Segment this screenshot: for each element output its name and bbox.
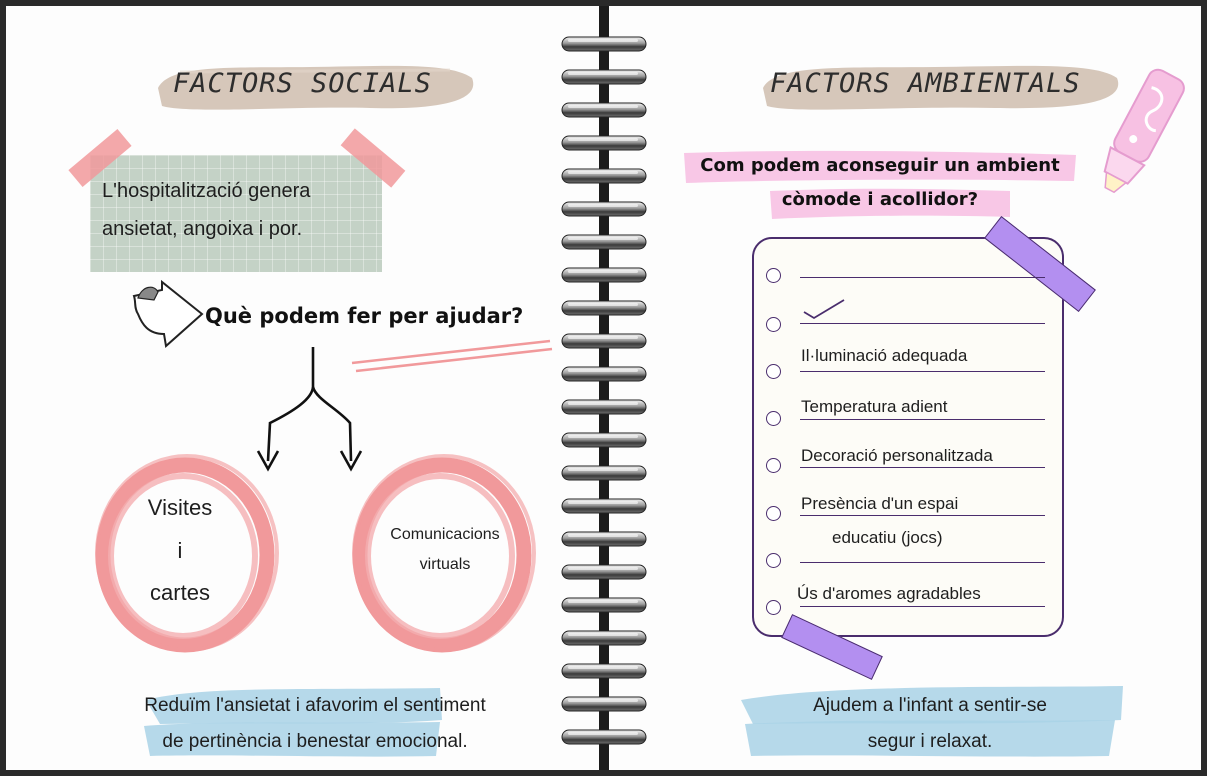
circle2-line2: virtuals bbox=[419, 556, 471, 573]
spiral-ring bbox=[561, 168, 647, 184]
spiral-ring bbox=[561, 729, 647, 745]
checklist-line-7 bbox=[800, 562, 1045, 563]
checkbox-8[interactable] bbox=[766, 600, 781, 615]
right-question-line1: Com podem aconseguir un ambient bbox=[700, 155, 1060, 176]
left-question: Què podem fer per ajudar? bbox=[205, 304, 524, 328]
spiral-ring bbox=[561, 135, 647, 151]
circle1-line2: i bbox=[177, 538, 183, 563]
spiral-ring bbox=[561, 465, 647, 481]
spiral-ring bbox=[561, 498, 647, 514]
checkbox-6[interactable] bbox=[766, 506, 781, 521]
spiral-ring bbox=[561, 201, 647, 217]
checkbox-4[interactable] bbox=[766, 411, 781, 426]
right-page-title: FACTORS AMBIENTALS bbox=[770, 68, 1081, 99]
circle2-line1: Comunicacions bbox=[390, 526, 500, 543]
spiral-ring bbox=[561, 399, 647, 415]
spiral-ring bbox=[561, 531, 647, 547]
checklist-item-6: Presència d'un espai bbox=[801, 494, 959, 513]
checkbox-2[interactable] bbox=[766, 317, 781, 332]
spiral-ring bbox=[561, 102, 647, 118]
spiral-ring bbox=[561, 432, 647, 448]
spine bbox=[599, 6, 609, 770]
spiral-ring bbox=[561, 333, 647, 349]
spiral-ring bbox=[561, 69, 647, 85]
left-page bbox=[6, 6, 600, 770]
checklist-line-6 bbox=[800, 515, 1045, 516]
checkmark-icon bbox=[803, 299, 845, 320]
spiral-ring bbox=[561, 300, 647, 316]
left-blue-brush bbox=[144, 688, 442, 757]
right-question-line2: còmode i acollidor? bbox=[781, 189, 979, 210]
checkbox-7[interactable] bbox=[766, 553, 781, 568]
spiral-ring bbox=[561, 366, 647, 382]
spiral-ring bbox=[561, 696, 647, 712]
checklist-item-7: educatiu (jocs) bbox=[832, 528, 943, 547]
right-conclusion-line2: segur i relaxat. bbox=[867, 731, 993, 752]
spiral-binding-icon bbox=[561, 36, 647, 745]
circle1-line3: cartes bbox=[150, 580, 210, 605]
spiral-ring bbox=[561, 234, 647, 250]
checklist-line-3 bbox=[800, 371, 1045, 372]
checklist-line-1 bbox=[800, 277, 1045, 278]
checklist-item-8: Ús d'aromes agradables bbox=[797, 584, 981, 603]
pink-circle-1 bbox=[95, 454, 279, 653]
checkbox-1[interactable] bbox=[766, 268, 781, 283]
left-conclusion-line2: de pertinència i benestar emocional. bbox=[162, 731, 468, 752]
checklist-line-5 bbox=[800, 467, 1045, 468]
right-blue-brush bbox=[741, 686, 1123, 757]
sticky-note: L'hospitalització genera ansietat, angoi… bbox=[90, 155, 382, 272]
checklist-item-4: Temperatura adient bbox=[801, 397, 948, 416]
branch-arrows-icon bbox=[256, 347, 363, 472]
pink-underline-strokes bbox=[351, 339, 553, 373]
right-title-brush bbox=[763, 65, 1119, 110]
note-text-line2: ansietat, angoixa i por. bbox=[102, 218, 303, 240]
spiral-ring bbox=[561, 663, 647, 679]
checklist-card bbox=[752, 237, 1064, 637]
pink-highlight-stroke bbox=[684, 150, 1076, 219]
left-title-brush bbox=[158, 65, 474, 110]
circle1-line1: Visites bbox=[147, 495, 213, 520]
checklist-line-8 bbox=[800, 606, 1045, 607]
checkbox-3[interactable] bbox=[766, 364, 781, 379]
spiral-ring bbox=[561, 36, 647, 52]
spiral-ring bbox=[561, 564, 647, 580]
right-conclusion-line1: Ajudem a l'infant a sentir-se bbox=[813, 695, 1047, 716]
spiral-ring bbox=[561, 597, 647, 613]
checklist-line-4 bbox=[800, 419, 1045, 420]
checklist-item-5: Decoració personalitzada bbox=[801, 446, 993, 465]
arrow-right-icon bbox=[132, 279, 204, 348]
checkbox-5[interactable] bbox=[766, 458, 781, 473]
checklist-item-3: Il·luminació adequada bbox=[801, 346, 968, 365]
checklist-line-2 bbox=[800, 323, 1045, 324]
spiral-ring bbox=[561, 630, 647, 646]
note-text-line1: L'hospitalització genera bbox=[102, 180, 311, 202]
left-conclusion-line1: Reduïm l'ansietat i afavorim el sentimen… bbox=[144, 695, 486, 716]
highlighter-icon bbox=[1103, 68, 1185, 194]
spiral-ring bbox=[561, 267, 647, 283]
left-page-title: FACTORS SOCIALS bbox=[173, 68, 432, 99]
pink-circle-2 bbox=[352, 454, 536, 653]
